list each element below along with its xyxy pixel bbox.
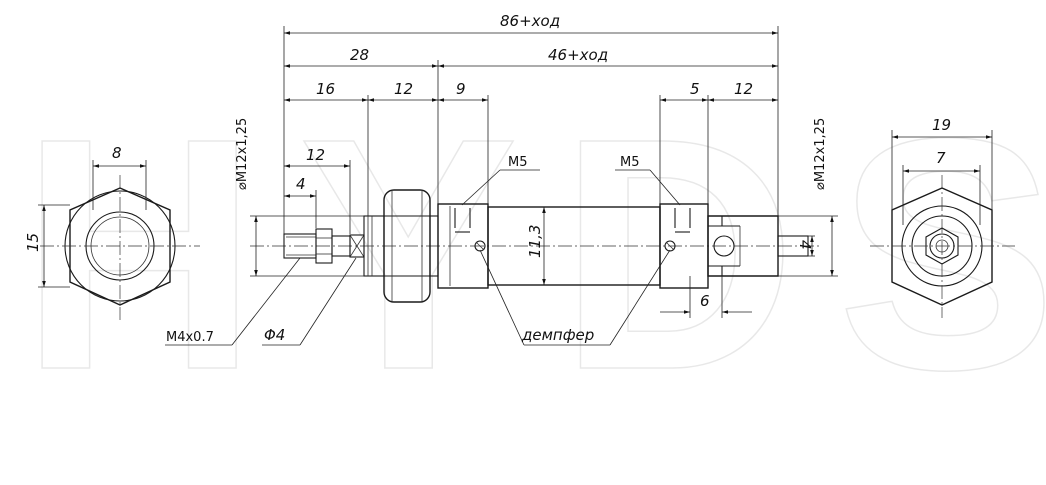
dim-slot-len: 6 [700,292,710,310]
leader-lines [165,169,681,346]
dim-stroke-block: 46+ход [548,46,608,64]
label-rod-thread: M4x0.7 [166,330,214,345]
right-end-view [870,130,1015,318]
dim-seg-9: 9 [456,80,466,98]
dim-hex-width: 8 [112,144,122,162]
dim-overall: 86+ход [500,12,560,30]
dim-body-dia: 11,3 [526,225,544,258]
left-end-view [38,160,200,320]
dim-pin-4: 4 [296,175,306,193]
dim-thread-right: ⌀M12x1,25 [813,118,828,190]
hyds-watermark: HYDS [20,69,1046,438]
dim-hex-height: 15 [24,233,42,252]
dim-right-inner: 7 [936,149,946,167]
dim-right-outer: 19 [932,116,951,134]
dim-pin-12: 12 [306,146,325,164]
dim-left-block: 28 [350,46,369,64]
dim-seg-12-left: 12 [394,80,413,98]
dim-seg-12-right: 12 [734,80,753,98]
dim-seg-16: 16 [316,80,335,98]
dim-slot-width: 4 [796,240,814,250]
dim-seg-5: 5 [690,80,700,98]
label-damper: демпфер [521,326,594,344]
label-rod-dia: Φ4 [264,326,285,344]
label-port-right: M5 [620,155,640,170]
dimension-lines [250,26,838,318]
dim-thread-left: ⌀M12x1,25 [235,118,250,190]
label-port-left: M5 [508,155,528,170]
